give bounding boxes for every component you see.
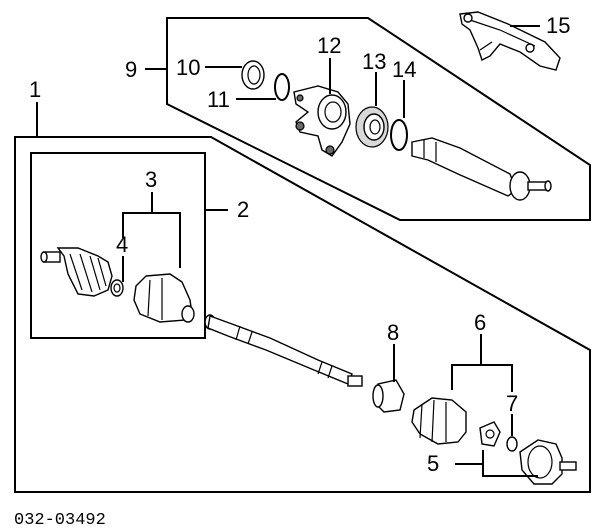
- intermediate-shaft: [411, 137, 552, 201]
- bearing-part-13: [355, 106, 389, 148]
- callout-3: 3: [145, 167, 157, 192]
- callout-15: 15: [546, 13, 570, 38]
- bearing-support-part-12: [293, 85, 351, 157]
- half-shaft: [204, 314, 363, 387]
- callout-10: 10: [176, 55, 200, 80]
- callout-5: 5: [427, 451, 439, 476]
- callout-8: 8: [387, 320, 399, 345]
- upper-panel-frame: [166, 17, 591, 221]
- callout-11: 11: [207, 87, 230, 112]
- callout-1: 1: [29, 77, 41, 102]
- inner-joint-box: [30, 152, 206, 339]
- snap-ring-part-14: [390, 119, 408, 151]
- callout-13: 13: [362, 49, 386, 74]
- callout-7: 7: [506, 391, 518, 416]
- callout-4: 4: [116, 232, 128, 257]
- callout-9: 9: [125, 57, 137, 82]
- clip-part-7: [506, 436, 518, 452]
- tripod-joint: [479, 421, 501, 447]
- callout-14: 14: [392, 57, 416, 82]
- callout-12: 12: [317, 33, 341, 58]
- damper-part-8: [372, 379, 405, 413]
- snap-ring-part-11: [274, 73, 290, 101]
- inboard-joint-housing: [519, 439, 577, 485]
- outer-cv-joint: [40, 247, 124, 297]
- part-code: 032-03492: [14, 511, 106, 530]
- inboard-boot: [411, 397, 467, 445]
- callout-2: 2: [237, 197, 249, 222]
- callout-6: 6: [474, 310, 486, 335]
- lower-panel-frame: [14, 136, 591, 493]
- bracket-part-15: [459, 11, 561, 71]
- outer-boot: [133, 273, 195, 323]
- ring-part-10: [241, 60, 265, 90]
